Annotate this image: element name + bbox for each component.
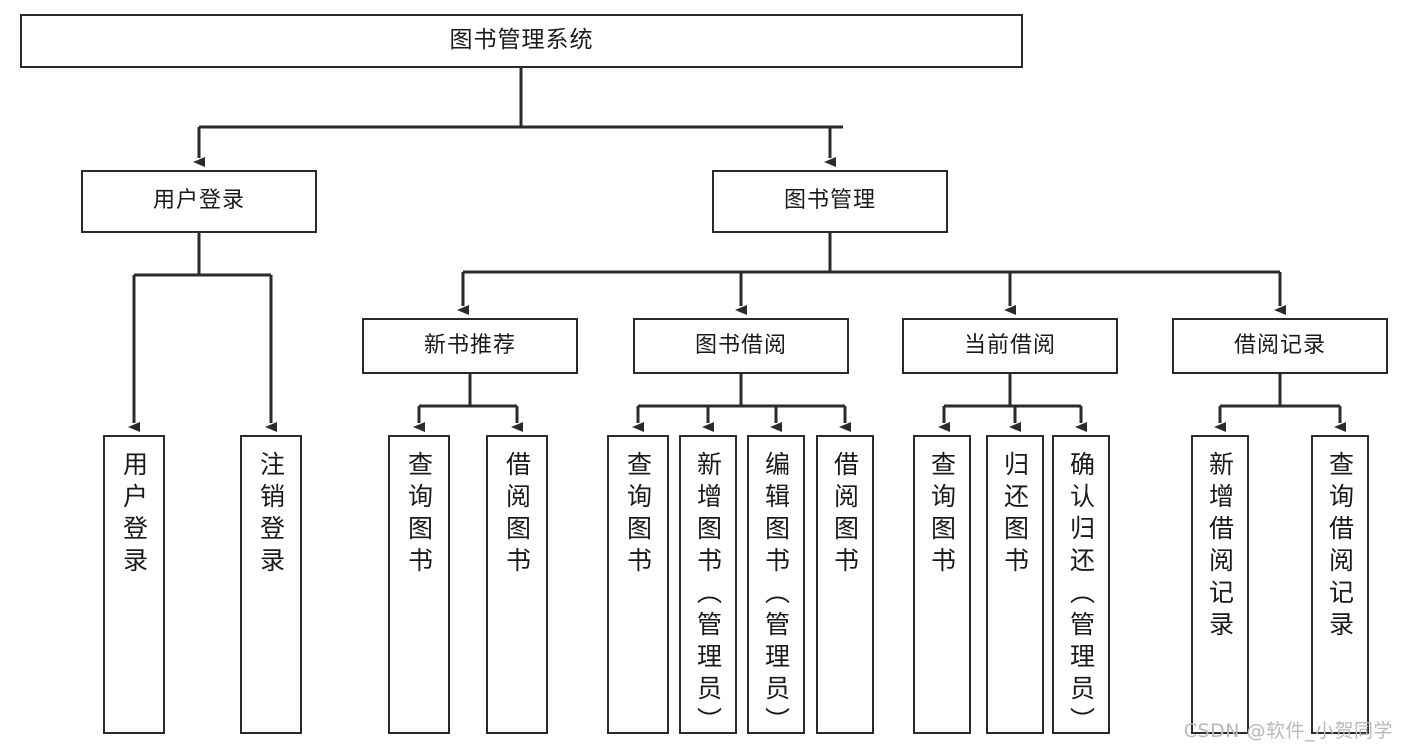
leaf-confirm-return-admin[interactable]: 确认归还（管理员） [1052, 435, 1110, 739]
node-label: 当前借阅 [963, 332, 1056, 358]
node-label: 新增借阅记录 [1205, 451, 1235, 643]
node-new-book-recommendation[interactable]: 新书推荐 [362, 318, 578, 374]
node-label: 新增图书（管理员） [693, 451, 723, 739]
node-label: 查询图书 [404, 451, 434, 579]
node-label: 查询图书 [623, 451, 653, 579]
node-label: 借阅图书 [502, 451, 532, 579]
node-label: 图书借阅 [694, 332, 787, 358]
node-label: 图书管理 [783, 188, 876, 214]
leaf-borrow-book-recommendation[interactable]: 借阅图书 [486, 435, 548, 734]
node-user-login[interactable]: 用户登录 [81, 170, 317, 233]
node-current-borrow[interactable]: 当前借阅 [902, 318, 1118, 374]
node-borrow-record[interactable]: 借阅记录 [1172, 318, 1388, 374]
node-label: 新书推荐 [423, 332, 516, 358]
node-label: 确认归还（管理员） [1066, 451, 1096, 739]
node-label: 注销登录 [256, 451, 286, 579]
leaf-query-book-recommendation[interactable]: 查询图书 [388, 435, 450, 734]
leaf-add-borrow-record[interactable]: 新增借阅记录 [1191, 435, 1249, 734]
node-label: 借阅图书 [830, 451, 860, 579]
leaf-user-login[interactable]: 用户登录 [103, 435, 165, 734]
leaf-query-book[interactable]: 查询图书 [607, 435, 669, 734]
leaf-borrow-book[interactable]: 借阅图书 [816, 435, 874, 734]
leaf-query-book-current[interactable]: 查询图书 [913, 435, 971, 734]
node-label: 图书管理系统 [449, 27, 594, 54]
node-label: 归还图书 [1000, 451, 1030, 579]
node-book-management[interactable]: 图书管理 [712, 170, 948, 233]
leaf-query-borrow-record[interactable]: 查询借阅记录 [1311, 435, 1369, 734]
leaf-logout[interactable]: 注销登录 [240, 435, 302, 734]
node-label: 借阅记录 [1233, 332, 1326, 358]
node-book-borrow[interactable]: 图书借阅 [633, 318, 849, 374]
watermark: CSDN @软件_小贺同学 [1183, 720, 1393, 742]
leaf-return-book[interactable]: 归还图书 [986, 435, 1044, 734]
leaf-add-book-admin[interactable]: 新增图书（管理员） [679, 435, 737, 739]
leaf-edit-book-admin[interactable]: 编辑图书（管理员） [747, 435, 805, 739]
node-label: 查询借阅记录 [1325, 451, 1355, 643]
node-label: 用户登录 [119, 451, 149, 579]
node-root-system[interactable]: 图书管理系统 [20, 14, 1023, 68]
node-label: 查询图书 [927, 451, 957, 579]
node-label: 用户登录 [152, 188, 245, 214]
node-label: 编辑图书（管理员） [761, 451, 791, 739]
